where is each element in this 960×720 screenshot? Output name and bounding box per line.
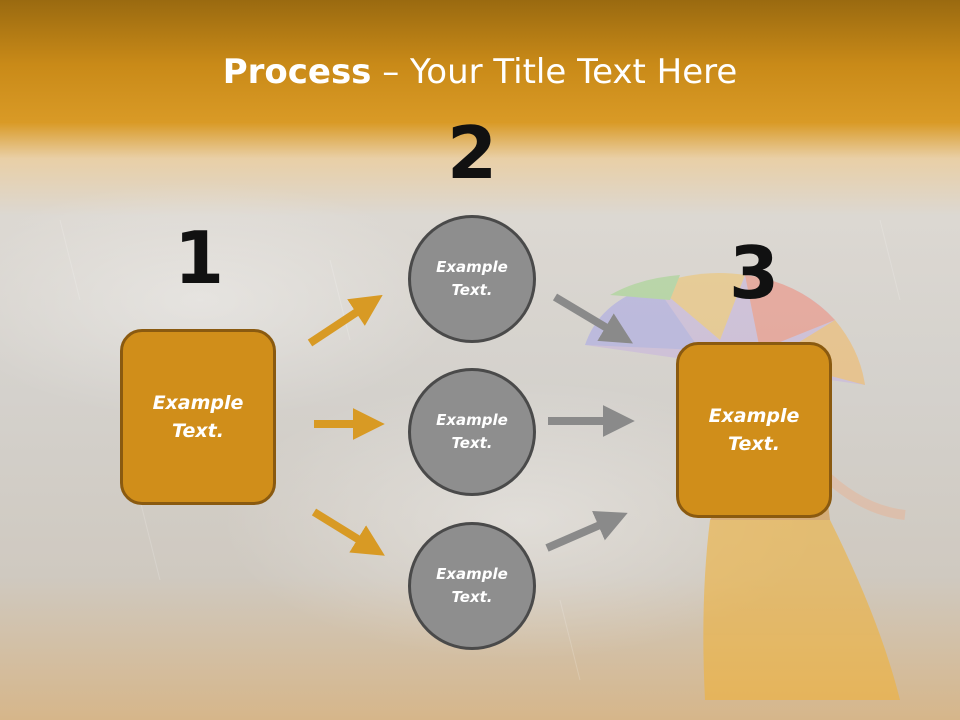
- step-number-2: 2: [446, 111, 498, 195]
- step-3-text-line2: Text.: [728, 433, 780, 455]
- arrow-1-to-bottom: [311, 508, 385, 556]
- slide-title-rest: – Your Title Text Here: [371, 52, 738, 92]
- arrow-bottom-to-3: [545, 510, 628, 552]
- step-number-3: 3: [728, 231, 780, 315]
- circle-middle-text-line2: Text.: [451, 434, 493, 452]
- circle-middle-text-line1: Example: [436, 410, 508, 429]
- step-2-circle-middle: Example Text.: [408, 368, 536, 496]
- circle-top-text-line1: Example: [436, 257, 508, 276]
- step-1-box: Example Text.: [120, 329, 276, 505]
- step-1-text-line1: Example: [152, 391, 244, 414]
- arrow-1-to-top: [307, 294, 383, 347]
- step-number-1: 1: [173, 216, 225, 300]
- arrow-top-to-3: [552, 293, 633, 344]
- circle-bottom-text-line1: Example: [436, 564, 508, 583]
- slide-title: Process – Your Title Text Here: [0, 52, 960, 92]
- circle-bottom-text-line2: Text.: [451, 588, 493, 606]
- step-2-circle-top: Example Text.: [408, 215, 536, 343]
- circle-top-text-line2: Text.: [451, 281, 493, 299]
- slide-title-bold: Process: [222, 52, 372, 92]
- step-3-text-line1: Example: [708, 404, 800, 427]
- step-1-text-line2: Text.: [172, 420, 224, 442]
- step-3-box: Example Text.: [676, 342, 832, 518]
- step-2-circle-bottom: Example Text.: [408, 522, 536, 650]
